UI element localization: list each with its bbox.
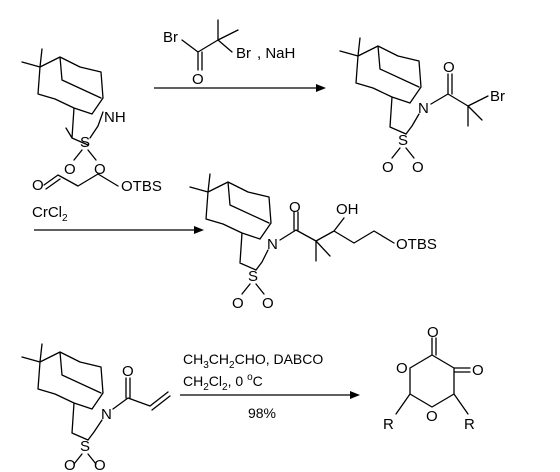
sulfur-label: S [248, 268, 258, 285]
r-group-right: R [464, 416, 475, 433]
oh-label: OH [336, 201, 359, 218]
reagent-base-label: , NaH [257, 45, 295, 62]
oxygen-label: O [94, 457, 106, 472]
bromine-label: Br [236, 45, 251, 62]
condition-line-2: CH2Cl2, 0 oC [183, 372, 263, 393]
oxygen-label: O [382, 159, 394, 176]
bromine-label: Br [490, 88, 505, 105]
ring-oxygen-upper: O [396, 360, 408, 377]
aldehyde-reagent: O OTBS CrCl2 [32, 173, 162, 224]
oxygen-label: O [94, 161, 106, 178]
otbs-label: OTBS [396, 236, 437, 253]
oxygen-label: O [412, 159, 424, 176]
nitrogen-label: N [267, 236, 278, 253]
reaction-arrow-3 [180, 391, 360, 399]
ring-oxygen-lower: O [426, 408, 438, 425]
oxygen-label: O [289, 199, 301, 216]
sulfur-label: S [398, 132, 408, 149]
oxygen-label: O [192, 71, 204, 88]
carbonyl-oxygen-right: O [472, 362, 484, 379]
oxygen-label: O [443, 59, 455, 76]
dioxanetrione-product: O O O O R R [383, 324, 484, 433]
nitrogen-label: N [101, 406, 112, 423]
oxygen-label: O [232, 295, 244, 312]
sulfur-label: S [80, 134, 90, 151]
oxygen-label: O [262, 295, 274, 312]
reaction-3-conditions: CH3CH2CHO, DABCO CH2Cl2, 0 oC 98% [183, 351, 323, 421]
oxygen-label: O [64, 457, 76, 472]
reaction-arrow-1 [154, 84, 326, 92]
oxygen-label: O [32, 177, 44, 194]
bromine-label: Br [163, 29, 178, 46]
bromoacyl-sultam-product: N S O O O Br [339, 37, 505, 176]
carbonyl-oxygen-top: O [427, 324, 439, 341]
camphorsultam-reactant-1: NH S O O [21, 48, 126, 178]
oxygen-label: O [122, 363, 134, 380]
reaction-arrow-2 [34, 226, 204, 234]
yield-label: 98% [248, 405, 276, 421]
r-group-left: R [383, 416, 394, 433]
nitrogen-label: N [418, 100, 429, 117]
oxygen-label: O [64, 161, 76, 178]
sulfur-label: S [80, 438, 90, 455]
acryloyl-sultam-reactant: N S O O O [21, 343, 171, 472]
otbs-label: OTBS [121, 178, 162, 195]
aldol-product: N S O O O OH OTBS [189, 173, 437, 312]
nh-label: NH [104, 109, 126, 126]
bromoacyl-bromide-reagent: Br O Br , NaH [163, 19, 295, 88]
condition-line-1: CH3CH2CHO, DABCO [183, 351, 323, 371]
chromium-chloride-label: CrCl2 [32, 204, 68, 224]
